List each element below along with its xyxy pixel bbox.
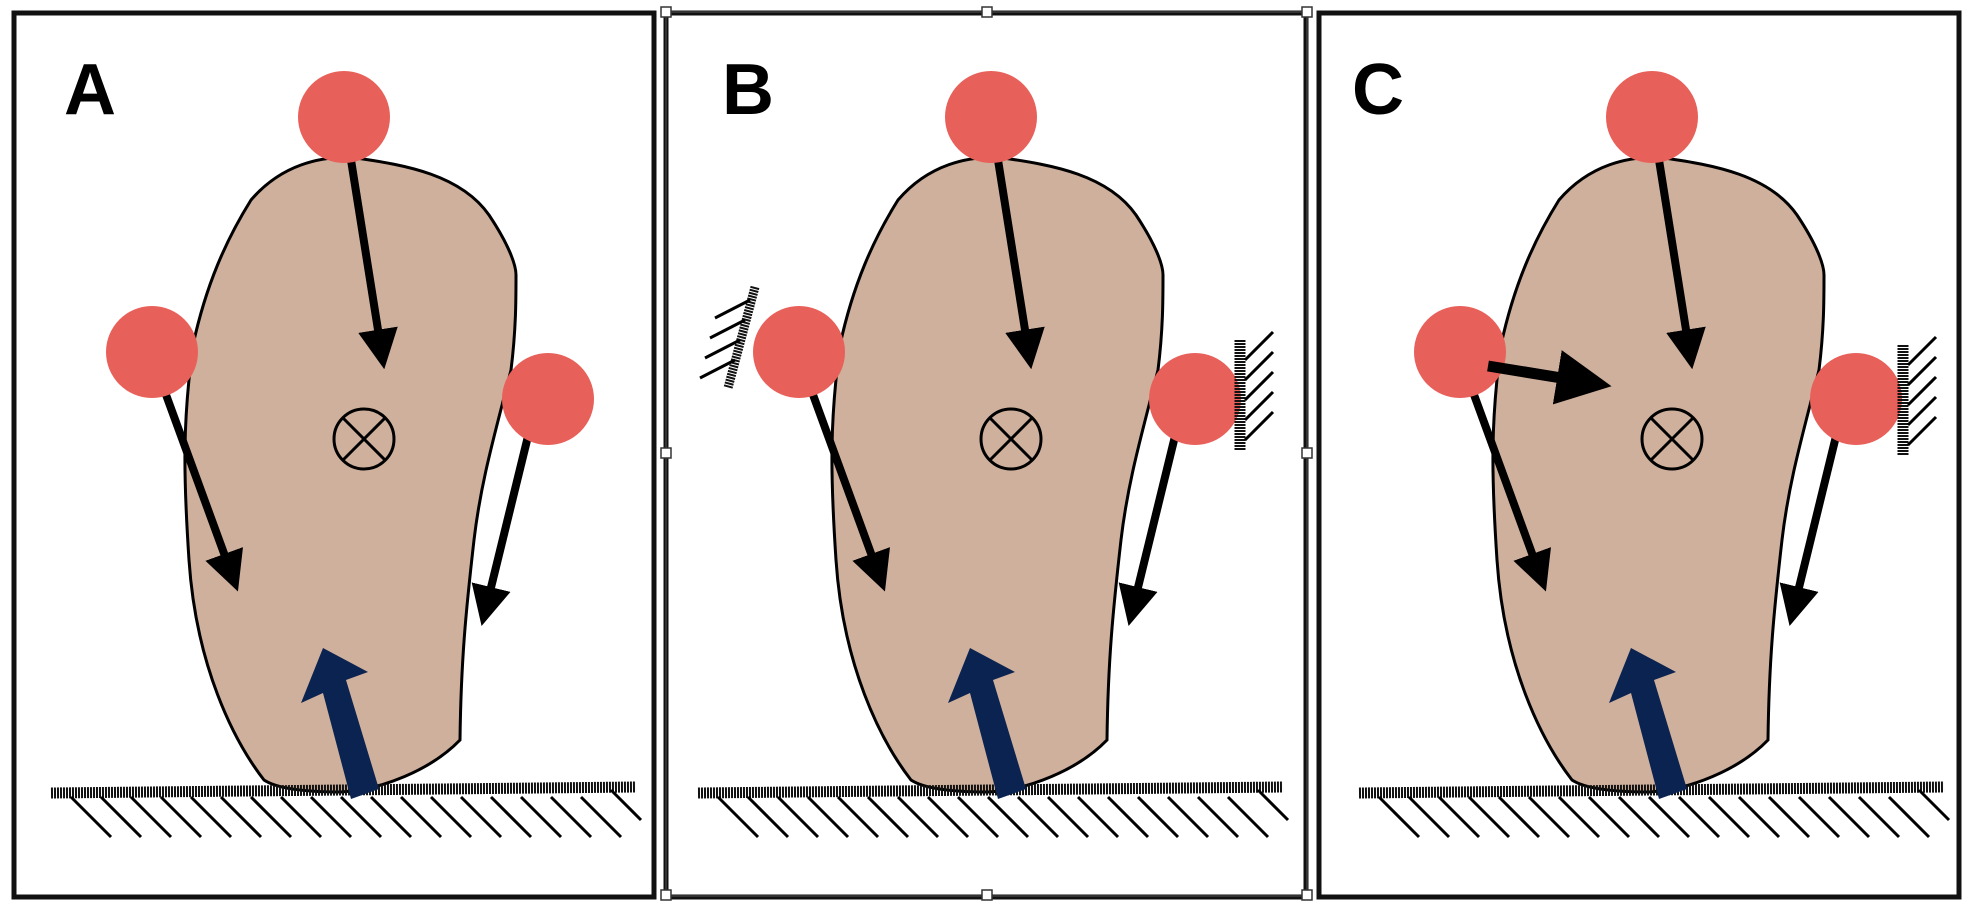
panel-b[interactable]: B: [660, 6, 1313, 901]
resize-handle-br[interactable]: [1301, 889, 1313, 901]
panel-c: C: [1316, 10, 1962, 900]
resize-handle-mr[interactable]: [1301, 447, 1313, 459]
panel-b-label: B: [722, 50, 774, 130]
resize-handle-tm[interactable]: [981, 6, 993, 18]
resize-handle-tr[interactable]: [1301, 6, 1313, 18]
resize-handle-tl[interactable]: [660, 6, 672, 18]
panel-c-label: C: [1352, 50, 1404, 130]
resize-handle-ml[interactable]: [660, 447, 672, 459]
panel-a: A: [11, 10, 657, 900]
panel-a-label: A: [64, 50, 116, 130]
inward-force-arrow-icon: [1487, 350, 1612, 405]
selection-handles[interactable]: [660, 6, 1313, 901]
resize-handle-bm[interactable]: [981, 889, 993, 901]
resize-handle-bl[interactable]: [660, 889, 672, 901]
